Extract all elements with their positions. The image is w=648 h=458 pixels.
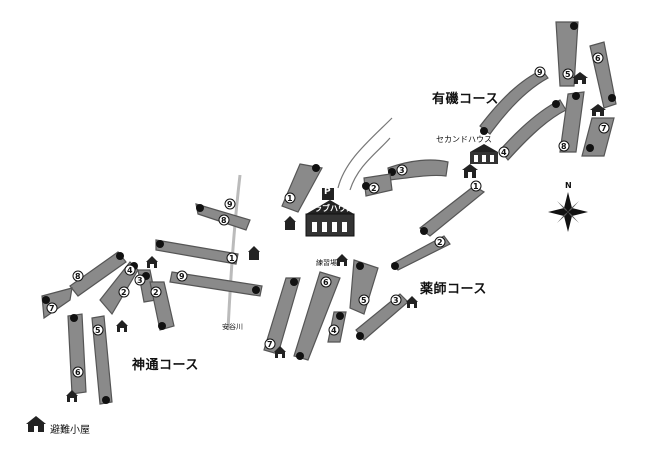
svg-text:7: 7 [49,304,55,313]
svg-text:8: 8 [561,142,567,151]
house-icon [248,246,260,260]
course-label-yakushi: 薬師コース [420,282,487,297]
shelter-legend-label: 避難小屋 [50,425,90,436]
shelter-legend-icon [26,416,46,432]
compass-icon: N [548,181,588,232]
road [337,117,393,189]
svg-text:4: 4 [501,148,507,157]
course-ariso: 1 2 3 2 9 4 5 6 7 8 [362,21,617,271]
hole-numbers: 8 7 4 3 2 2 5 6 [46,264,162,378]
svg-text:1: 1 [473,182,479,191]
svg-text:N: N [565,181,572,190]
svg-text:9: 9 [537,68,543,77]
hole[interactable] [589,41,617,109]
house-icon [274,346,286,358]
hole[interactable] [67,313,87,395]
svg-text:9: 9 [227,200,233,209]
parking-icon [322,188,334,200]
second-house-icon[interactable] [470,144,498,164]
hole[interactable] [349,259,379,315]
parking-label: P [324,187,331,197]
road [349,137,391,191]
hole[interactable] [419,185,486,237]
svg-text:5: 5 [565,70,571,79]
svg-text:6: 6 [595,54,601,63]
hole[interactable] [169,271,263,297]
hole[interactable] [91,315,113,405]
river [226,174,242,331]
svg-text:2: 2 [121,288,127,297]
course-yakushi: 1 9 8 1 9 7 6 5 4 3 [155,163,409,361]
svg-text:1: 1 [229,254,235,263]
hole[interactable] [479,69,549,135]
svg-text:3: 3 [137,276,143,285]
svg-text:8: 8 [75,272,81,281]
house-icon [462,164,478,178]
hole[interactable] [581,117,615,157]
house-icon [146,256,158,268]
svg-text:4: 4 [331,326,337,335]
svg-text:5: 5 [361,296,367,305]
hole[interactable] [293,271,341,361]
svg-text:2: 2 [371,184,377,193]
svg-text:1: 1 [287,194,293,203]
practice-label: 練習場 [316,259,337,267]
svg-text:3: 3 [399,166,405,175]
house-icon [406,296,418,308]
house-icon [572,72,588,84]
house-icon [116,320,128,332]
hole[interactable] [555,21,579,87]
svg-text:5: 5 [95,326,101,335]
clubhouse-label: クラブハウス [306,204,354,213]
river-label: 安谷川 [222,323,243,331]
svg-text:7: 7 [601,124,607,133]
course-kamidori: 8 7 4 3 2 2 5 6 [41,251,175,405]
svg-text:6: 6 [323,278,329,287]
clubhouse-icon[interactable] [305,200,355,237]
hole[interactable] [155,239,239,265]
hole[interactable] [69,251,127,297]
house-icon [284,216,296,230]
hole-numbers: 1 9 8 1 9 7 6 5 4 3 [176,192,402,350]
second-house-label: セカンドハウス [436,135,492,144]
hole-numbers: 1 2 3 2 9 4 5 6 7 8 [368,52,610,248]
course-label-ariso: 有磯コース [432,92,499,107]
house-icon [66,390,78,402]
svg-text:4: 4 [127,266,133,275]
svg-text:9: 9 [179,272,185,281]
svg-text:3: 3 [393,296,399,305]
svg-text:6: 6 [75,368,81,377]
house-icon [590,104,606,116]
svg-text:2: 2 [153,288,159,297]
svg-text:8: 8 [221,216,227,225]
course-label-kamidori: 神通コース [132,358,199,373]
svg-text:2: 2 [437,238,443,247]
hole[interactable] [559,91,585,153]
svg-text:7: 7 [267,340,273,349]
house-icon [336,254,348,266]
hole[interactable] [41,287,73,320]
